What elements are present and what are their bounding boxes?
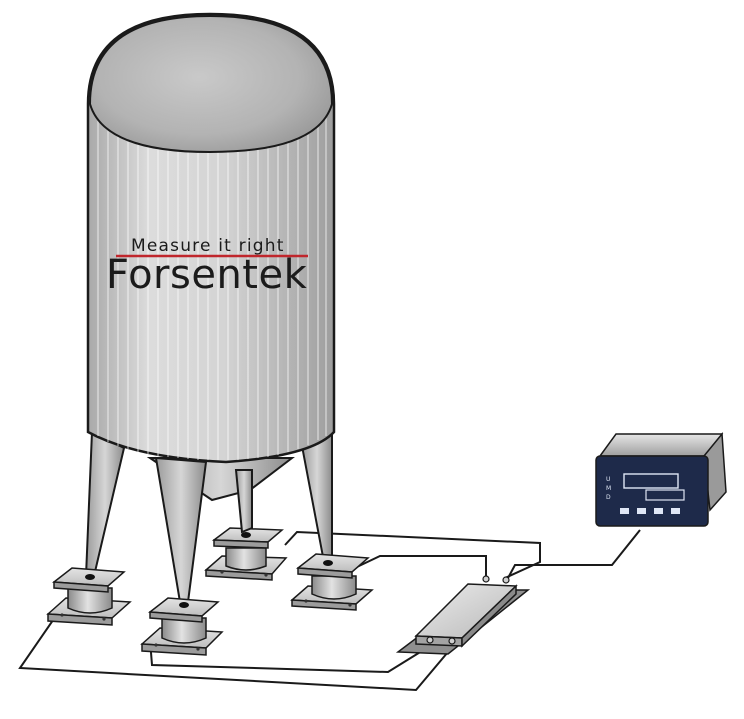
indicator-letter-m: M [606, 485, 611, 492]
weighing-indicator-icon: U M D [595, 432, 727, 527]
indicator-key-4 [671, 508, 680, 514]
silo-ribs [97, 112, 327, 460]
wire-front-left [18, 609, 449, 692]
junction-box-icon [395, 575, 531, 655]
load-cell-mount-icon [46, 567, 132, 626]
indicator-key-2 [637, 508, 646, 514]
indicator-letter-u: U [606, 476, 610, 483]
load-cell-mount-icon [140, 597, 224, 656]
indicator-sub-display [645, 489, 685, 501]
indicator-letter-d: D [606, 494, 611, 501]
silo-brand-name: Forsentek [106, 252, 308, 298]
wire-rear-middle [284, 530, 541, 579]
wire-to-indicator [507, 529, 641, 579]
silo-tank-icon: Measure it right Forsentek [86, 12, 336, 464]
indicator-key-3 [654, 508, 663, 514]
silo-tagline: Measure it right [131, 236, 285, 256]
load-cell-mount-icon [204, 527, 288, 581]
wire-front-middle [149, 639, 431, 674]
indicator-display [623, 473, 679, 489]
indicator-key-1 [620, 508, 629, 514]
indicator-front-panel [595, 455, 709, 527]
load-cell-mount-icon [290, 553, 374, 611]
